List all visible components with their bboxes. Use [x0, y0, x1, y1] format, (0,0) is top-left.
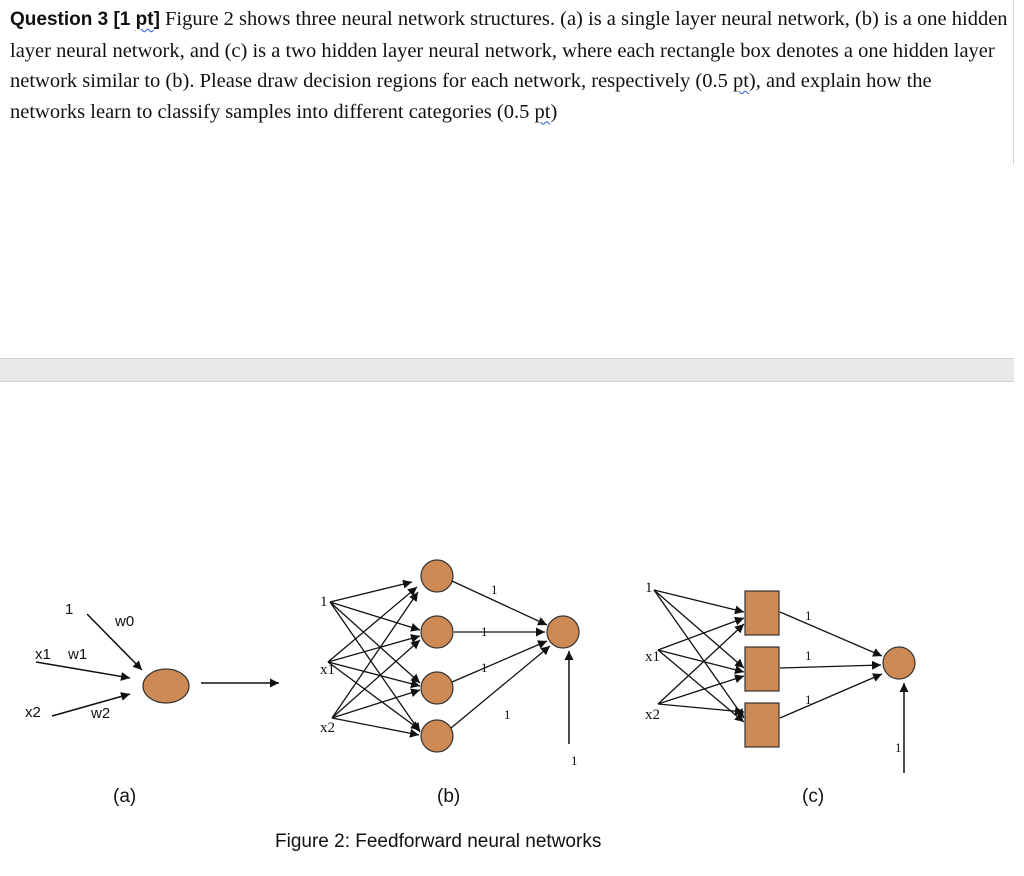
- panel-label-a: (a): [113, 786, 136, 807]
- weight-label-w1: w1: [67, 646, 87, 663]
- block-output-edges: [779, 611, 883, 719]
- input-label-x1: x1: [320, 662, 335, 678]
- edge-w0: [86, 613, 143, 671]
- output-neuron: [882, 646, 916, 680]
- panel-c: 1 x1 x2 1 1 1 1 (c): [645, 580, 916, 807]
- edge-label: 1: [805, 608, 812, 623]
- output-neuron: [142, 668, 190, 704]
- question-label-pt: pt: [135, 9, 154, 30]
- question-text: Question 3 [1 pt] Figure 2 shows three n…: [10, 4, 1010, 127]
- edge: [779, 673, 883, 719]
- figure-caption: Figure 2: Feedforward neural networks: [275, 831, 602, 852]
- question-label-start: Question 3 [1: [10, 9, 136, 30]
- hidden-neuron: [420, 671, 454, 705]
- edge: [657, 616, 745, 651]
- hidden-layer-block: [744, 702, 780, 748]
- edge: [329, 579, 413, 603]
- panel-label-c: (c): [802, 786, 824, 807]
- edge: [657, 649, 745, 723]
- question-body-1: Figure 2 shows three neural network stru…: [10, 8, 1008, 92]
- question-label: Question 3 [1 pt]: [10, 9, 160, 30]
- edge: [657, 703, 745, 716]
- panel-b: 1 x1 x2 1 1 1 1: [320, 559, 580, 807]
- input-label-bias: 1: [320, 594, 328, 610]
- edge: [329, 601, 421, 684]
- input-hidden-edges: [327, 579, 421, 738]
- edge: [327, 634, 421, 663]
- question-body-3: ): [550, 100, 558, 123]
- weight-label-w2: w2: [90, 705, 110, 722]
- hidden-layer-block: [744, 646, 780, 692]
- edge: [653, 589, 745, 615]
- edge: [331, 639, 421, 719]
- input-label-x2: x2: [320, 720, 335, 736]
- hidden-output-edges: [450, 580, 551, 729]
- edge-label: 1: [481, 660, 488, 675]
- edge-label: 1: [481, 624, 488, 639]
- edge: [327, 586, 418, 663]
- panel-a: 1 x1 x2 w0 w1 w2 (a): [25, 601, 279, 807]
- edge: [657, 674, 745, 705]
- edge: [331, 717, 420, 738]
- edge-w2: [51, 692, 131, 717]
- edge: [329, 601, 421, 632]
- input-label-x1: x1: [645, 649, 660, 665]
- page-break-gap: [0, 358, 1014, 382]
- question-label-end: ]: [153, 9, 160, 30]
- question-pt-1: pt: [732, 70, 749, 92]
- input-label-bias: 1: [65, 601, 73, 618]
- edge-w1: [35, 661, 131, 681]
- edge: [657, 649, 745, 675]
- edge: [331, 591, 419, 719]
- question-body-2: ), and explain how the networks learn to…: [10, 70, 932, 123]
- edge: [451, 640, 548, 683]
- input-label-x2: x2: [25, 704, 41, 721]
- input-label-x2: x2: [645, 707, 660, 723]
- input-label-bias: 1: [645, 580, 653, 596]
- hidden-neuron: [420, 615, 454, 649]
- edge: [779, 660, 882, 670]
- panel-label-b: (b): [437, 786, 460, 807]
- output-neuron: [546, 615, 580, 649]
- edge-label: 1: [805, 692, 812, 707]
- edge: [331, 688, 421, 719]
- edge: [779, 611, 883, 657]
- edge: [657, 623, 745, 705]
- edge-label: 1: [805, 648, 812, 663]
- edge: [327, 661, 421, 731]
- question-pt-2: pt: [534, 100, 551, 123]
- input-label-x1: x1: [35, 646, 51, 663]
- edge: [653, 589, 745, 669]
- hidden-neuron: [420, 719, 454, 753]
- page-edge-line: [1013, 0, 1014, 165]
- hidden-neuron: [420, 559, 454, 593]
- edge: [329, 601, 421, 733]
- edge: [653, 589, 745, 719]
- input-block-edges: [653, 589, 745, 723]
- bias-label: 1: [895, 740, 902, 755]
- edge: [451, 580, 548, 626]
- hidden-layer-block: [744, 590, 780, 636]
- weight-label-w0: w0: [114, 613, 134, 630]
- edge: [327, 661, 421, 689]
- edge-label: 1: [504, 707, 511, 722]
- edge: [450, 645, 551, 729]
- bias-label: 1: [571, 753, 578, 768]
- edge-label: 1: [491, 582, 498, 597]
